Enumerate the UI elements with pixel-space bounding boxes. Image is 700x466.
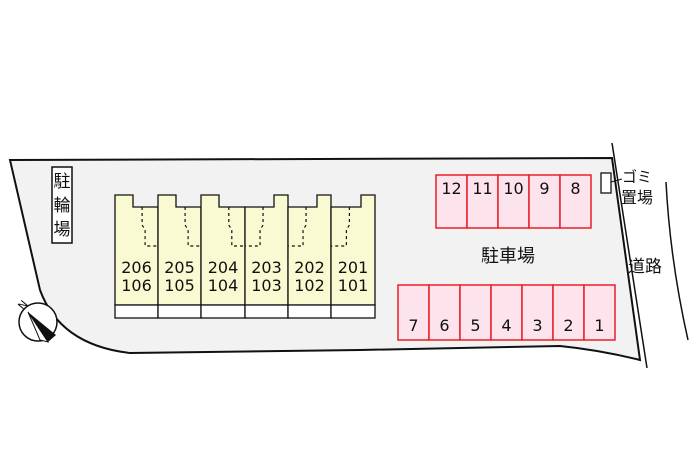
stall-number: 4 [501, 316, 511, 335]
unit-number-upper: 206 [121, 258, 152, 277]
parking-stall: 10 [497, 174, 530, 229]
garbage-label-2: 置場 [621, 188, 653, 207]
balcony [157, 304, 202, 319]
north-arrow-icon [28, 312, 56, 342]
parking-stall: 6 [428, 284, 461, 341]
unit-number-upper: 201 [338, 258, 369, 277]
stall-number: 8 [570, 179, 580, 198]
parking-stall: 3 [521, 284, 554, 341]
balcony [244, 304, 289, 319]
unit-number-lower: 101 [338, 276, 369, 295]
unit-number-lower: 106 [121, 276, 152, 295]
parking-stall: 8 [559, 174, 592, 229]
parking-label: 駐車場 [481, 246, 535, 267]
road-label: 道路 [628, 257, 662, 277]
unit-number-upper: 205 [164, 258, 195, 277]
parking-stall: 9 [528, 174, 561, 229]
parking-stalls: 12 11 10 9 8 7 6 5 4 3 2 1 [397, 174, 616, 341]
stall-number: 11 [472, 179, 492, 198]
bicycle-label-3: 場 [54, 220, 71, 240]
unit-number-lower: 105 [164, 276, 195, 295]
parking-stall: 2 [552, 284, 585, 341]
parking-stall: 7 [397, 284, 430, 341]
parking-stall: 4 [490, 284, 523, 341]
unit-number-lower: 103 [251, 276, 282, 295]
stall-number: 12 [441, 179, 461, 198]
parking-stall: 11 [466, 174, 499, 229]
parking-stall: 5 [459, 284, 492, 341]
unit-number-upper: 203 [251, 258, 282, 277]
stall-number: 6 [439, 316, 449, 335]
parking-stall: 12 [435, 174, 468, 229]
garbage-label-1: ゴミ [622, 168, 652, 186]
parking-stall: 1 [583, 284, 616, 341]
stall-number: 5 [470, 316, 480, 335]
unit-number-lower: 102 [294, 276, 325, 295]
unit-number-lower: 104 [208, 276, 239, 295]
balcony [114, 304, 159, 319]
stall-number: 7 [408, 316, 418, 335]
bicycle-label-1: 駐 [54, 172, 71, 192]
balcony [200, 304, 246, 319]
garbage-area: ゴミ 置場 [600, 168, 653, 207]
unit-number-upper: 202 [294, 258, 325, 277]
balcony [330, 304, 376, 319]
stall-number: 1 [594, 316, 604, 335]
stall-number: 3 [532, 316, 542, 335]
bicycle-parking: 駐 輪 場 [51, 166, 73, 244]
bicycle-label-2: 輪 [54, 196, 71, 216]
stall-number: 2 [563, 316, 573, 335]
stall-number: 9 [539, 179, 549, 198]
road-edge-right [665, 181, 689, 341]
balcony [287, 304, 332, 319]
unit-number-upper: 204 [208, 258, 239, 277]
stall-number: 10 [503, 179, 523, 198]
